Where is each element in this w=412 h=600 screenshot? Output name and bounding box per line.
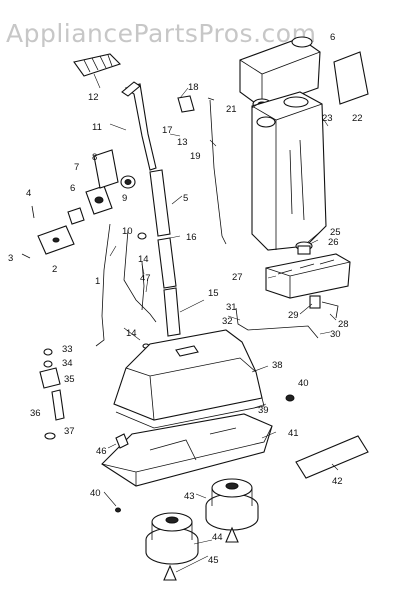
callout-label-1: 1	[95, 276, 100, 287]
handle-clip-part	[177, 95, 195, 113]
callout-label-10: 10	[122, 226, 133, 237]
callout-label-3: 3	[8, 253, 13, 264]
callout-label-41: 41	[288, 428, 299, 439]
switch-box-part	[85, 185, 113, 215]
callout-label-40b: 40	[90, 488, 101, 499]
cord-clip-part	[137, 232, 150, 349]
filter-plate-part	[333, 51, 369, 105]
tank-cap-part	[239, 36, 321, 109]
scrub-pad-part	[295, 435, 369, 479]
support-rod-part	[207, 97, 227, 245]
callout-label-5: 5	[183, 193, 188, 204]
callout-label-6: 6	[70, 183, 75, 194]
solution-tank-part	[251, 91, 327, 251]
lower-handle-tube-part	[157, 237, 181, 337]
small-block-part	[67, 207, 85, 225]
bracket-stack-part	[39, 348, 65, 440]
screw-part	[21, 205, 35, 259]
callout-label-26: 26	[328, 237, 339, 248]
callout-label-33: 33	[62, 344, 73, 355]
callout-label-30: 30	[330, 329, 341, 340]
drive-pin-part	[163, 526, 239, 581]
switch-housing-part	[37, 225, 75, 255]
callout-label-29: 29	[288, 310, 299, 321]
callout-label-16: 16	[186, 232, 197, 243]
callout-label-31: 31	[226, 302, 237, 313]
callout-label-43: 43	[184, 491, 195, 502]
switch-plate-part	[93, 149, 119, 189]
recovery-tray-part	[265, 253, 351, 299]
callout-label-47: 47	[140, 273, 151, 284]
callout-label-23: 23	[322, 113, 333, 124]
brush-left-part	[145, 512, 199, 565]
nozzle-bracket-part	[309, 295, 339, 319]
callout-label-2: 2	[52, 264, 57, 275]
callout-label-7: 7	[74, 162, 79, 173]
callout-label-46: 46	[96, 446, 107, 457]
callout-label-34: 34	[62, 358, 73, 369]
callout-label-39: 39	[258, 405, 269, 416]
callout-label-8: 8	[92, 152, 97, 163]
callout-label-12: 12	[88, 92, 99, 103]
leader-lines	[93, 73, 339, 573]
callout-label-22: 22	[352, 113, 363, 124]
callout-label-15: 15	[208, 288, 219, 299]
callout-label-25: 25	[330, 227, 341, 238]
callout-label-19: 19	[190, 151, 201, 162]
watermark-text: AppliancePartsPros.com	[6, 19, 316, 48]
base-pan-part	[101, 413, 273, 487]
handle-grip-part	[73, 53, 122, 77]
knob-part	[120, 175, 136, 189]
callout-label-14b: 14	[126, 328, 137, 339]
callout-label-28: 28	[338, 319, 349, 330]
callout-label-35: 35	[64, 374, 75, 385]
callout-label-11: 11	[92, 122, 102, 133]
power-cord-part	[95, 223, 157, 347]
pan-clip-part	[115, 433, 129, 513]
callout-label-37: 37	[64, 426, 75, 437]
callout-label-36: 36	[30, 408, 41, 419]
brush-right-part	[205, 478, 259, 531]
callout-label-38: 38	[272, 360, 283, 371]
callout-label-9: 9	[122, 193, 127, 204]
callout-label-45: 45	[208, 555, 219, 566]
callout-label-44: 44	[212, 532, 223, 543]
callout-label-4: 4	[26, 188, 31, 199]
callout-label-40: 40	[298, 378, 309, 389]
grommet-part	[285, 394, 295, 402]
callout-label-42: 42	[332, 476, 343, 487]
upper-handle-tube-part	[121, 81, 157, 171]
callout-label-32: 32	[222, 316, 233, 327]
hose-tube-part	[235, 307, 319, 339]
callout-label-18: 18	[188, 82, 199, 93]
motor-hood-part	[113, 329, 265, 429]
callout-label-27: 27	[232, 272, 243, 283]
callout-label-13: 13	[177, 137, 188, 148]
callout-labels: 1 2 3 4 5 6 7 8 9 10 11 12 13 14 14 15 1…	[8, 32, 363, 566]
callout-label-14: 14	[138, 254, 149, 265]
valve-fitting-part	[295, 241, 313, 255]
callout-label-17: 17	[162, 125, 173, 136]
callout-label-6-top: 6	[330, 32, 335, 43]
callout-label-21: 21	[226, 104, 237, 115]
mid-handle-tube-part	[149, 169, 171, 237]
